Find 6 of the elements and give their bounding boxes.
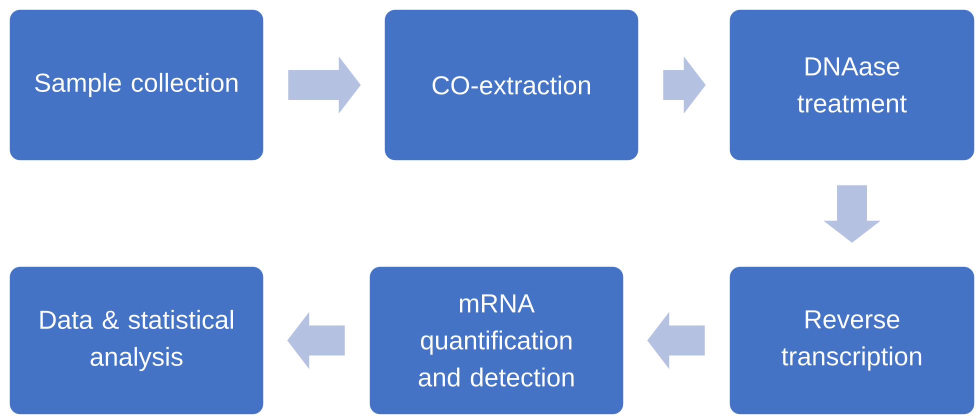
process-box: Data & statistical analysis [10, 266, 264, 414]
process-box: Sample collection [10, 10, 264, 160]
process-box: mRNA quantification and detection [370, 266, 624, 414]
process-box: Reverse transcription [730, 266, 974, 414]
process-box: CO-extraction [384, 10, 638, 160]
process-box: DNAase treatment [730, 10, 974, 160]
